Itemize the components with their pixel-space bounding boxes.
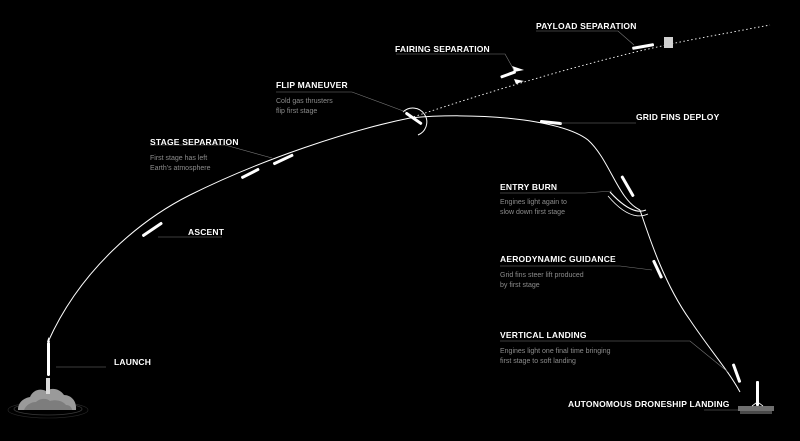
second-stage-fairing bbox=[500, 70, 516, 79]
rocket-launch-nose bbox=[47, 337, 50, 342]
launch-smoke-cloud-shade bbox=[24, 398, 72, 410]
label-aerodynamic-guidance: AERODYNAMIC GUIDANCE bbox=[500, 254, 616, 264]
fairing-half bbox=[514, 79, 524, 84]
desc-flip-maneuver: Cold gas thrusters flip first stage bbox=[276, 98, 333, 115]
leader-stage-separation bbox=[150, 144, 273, 159]
leader-lines bbox=[56, 30, 740, 411]
desc-aerodynamic-guidance: Grid fins steer lift produced by first s… bbox=[500, 272, 584, 289]
rocket-launch bbox=[47, 342, 50, 376]
label-ascent: ASCENT bbox=[188, 227, 225, 237]
booster-stage-separation bbox=[241, 167, 260, 179]
booster-ascent bbox=[141, 221, 163, 237]
desc-stage-separation: First stage has left Earth's atmosphere bbox=[150, 155, 211, 172]
landing-leg bbox=[758, 402, 764, 407]
descent-trajectory bbox=[639, 209, 741, 393]
vehicle-markers bbox=[141, 37, 742, 383]
second-stage-trajectory bbox=[409, 24, 771, 119]
booster-entry-burn bbox=[620, 175, 635, 197]
entry-burn-plume bbox=[609, 191, 647, 212]
leader-entry-burn bbox=[500, 190, 613, 194]
launch-pad bbox=[7, 337, 89, 419]
label-fairing-separation: FAIRING SEPARATION bbox=[395, 44, 490, 54]
droneship-base bbox=[740, 411, 772, 414]
label-vertical-landing: VERTICAL LANDING bbox=[500, 330, 587, 340]
landing-leg bbox=[751, 402, 757, 407]
booster-grid-fins bbox=[539, 119, 562, 126]
entry-burn-plume bbox=[607, 195, 649, 217]
boostback-trajectory bbox=[409, 115, 641, 211]
desc-entry-burn: Engines light again to slow down first s… bbox=[500, 199, 567, 216]
label-launch: LAUNCH bbox=[114, 357, 152, 367]
label-grid-fins-deploy: GRID FINS DEPLOY bbox=[636, 112, 720, 122]
label-stage-separation: STAGE SEPARATION bbox=[150, 137, 239, 147]
droneship-deck bbox=[738, 406, 774, 411]
label-payload-separation: PAYLOAD SEPARATION bbox=[536, 21, 637, 31]
ascent-trajectory bbox=[47, 117, 411, 343]
landed-booster bbox=[756, 381, 759, 406]
second-stage-separating bbox=[273, 153, 294, 166]
label-autonomous-droneship-landing: AUTONOMOUS DRONESHIP LANDING bbox=[568, 399, 730, 409]
leader-vertical bbox=[500, 340, 729, 373]
launch-tower bbox=[46, 378, 50, 394]
payload bbox=[664, 37, 673, 48]
droneship bbox=[738, 381, 774, 414]
second-stage-payload bbox=[632, 43, 655, 50]
label-entry-burn: ENTRY BURN bbox=[500, 182, 558, 192]
flip-arc-icon bbox=[402, 107, 428, 136]
fairing-half bbox=[512, 66, 524, 72]
leader-aero bbox=[500, 265, 653, 271]
leader-fairing bbox=[396, 53, 515, 71]
booster-aero-guidance bbox=[652, 259, 663, 279]
booster-vertical-landing bbox=[732, 363, 742, 383]
booster-flip bbox=[405, 111, 423, 125]
label-flip-maneuver: FLIP MANEUVER bbox=[276, 80, 348, 90]
leader-flip bbox=[276, 91, 407, 113]
desc-vertical-landing: Engines light one final time bringing fi… bbox=[500, 348, 611, 365]
leader-payload bbox=[536, 30, 635, 46]
